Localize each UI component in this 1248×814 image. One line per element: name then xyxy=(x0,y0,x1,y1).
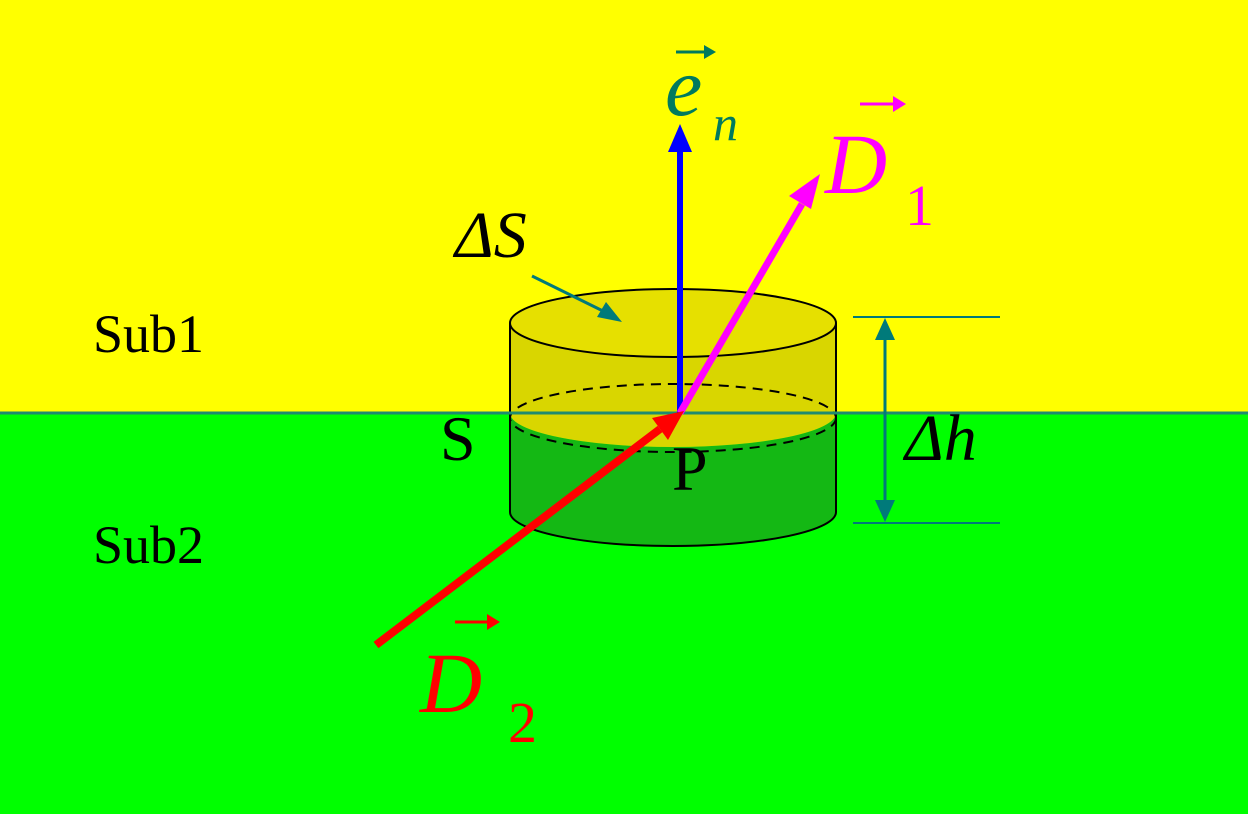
d1-vector-shaft xyxy=(676,202,806,415)
interface-cross-section xyxy=(509,383,837,453)
normal-vector-symbol: e xyxy=(665,41,702,134)
d1-subscript: 1 xyxy=(905,173,934,238)
area-pointer-head xyxy=(597,302,622,322)
height-arrow-up xyxy=(875,318,895,340)
height-arrow-down xyxy=(875,500,895,522)
surface-label: S xyxy=(440,403,476,474)
sub1-label: Sub1 xyxy=(93,304,204,364)
d1-symbol: D xyxy=(824,116,887,212)
point-label: P xyxy=(672,433,708,504)
d2-vector-head xyxy=(652,411,684,440)
d2-vector-shaft xyxy=(373,425,663,649)
normal-vector-overarrow-head xyxy=(704,45,716,59)
area-pointer-shaft xyxy=(531,274,606,314)
normal-vector-head xyxy=(668,124,692,152)
d1-vector-head xyxy=(789,174,820,209)
d2-overarrow-head xyxy=(487,614,500,630)
height-label: Δh xyxy=(902,402,977,475)
d2-subscript: 2 xyxy=(508,690,537,755)
normal-vector-subscript: n xyxy=(713,95,738,151)
d1-overarrow-head xyxy=(893,96,906,112)
cylinder-top-face xyxy=(509,288,837,358)
area-label: ΔS xyxy=(452,199,527,272)
d2-symbol: D xyxy=(419,635,482,731)
sub2-label: Sub2 xyxy=(93,515,204,575)
